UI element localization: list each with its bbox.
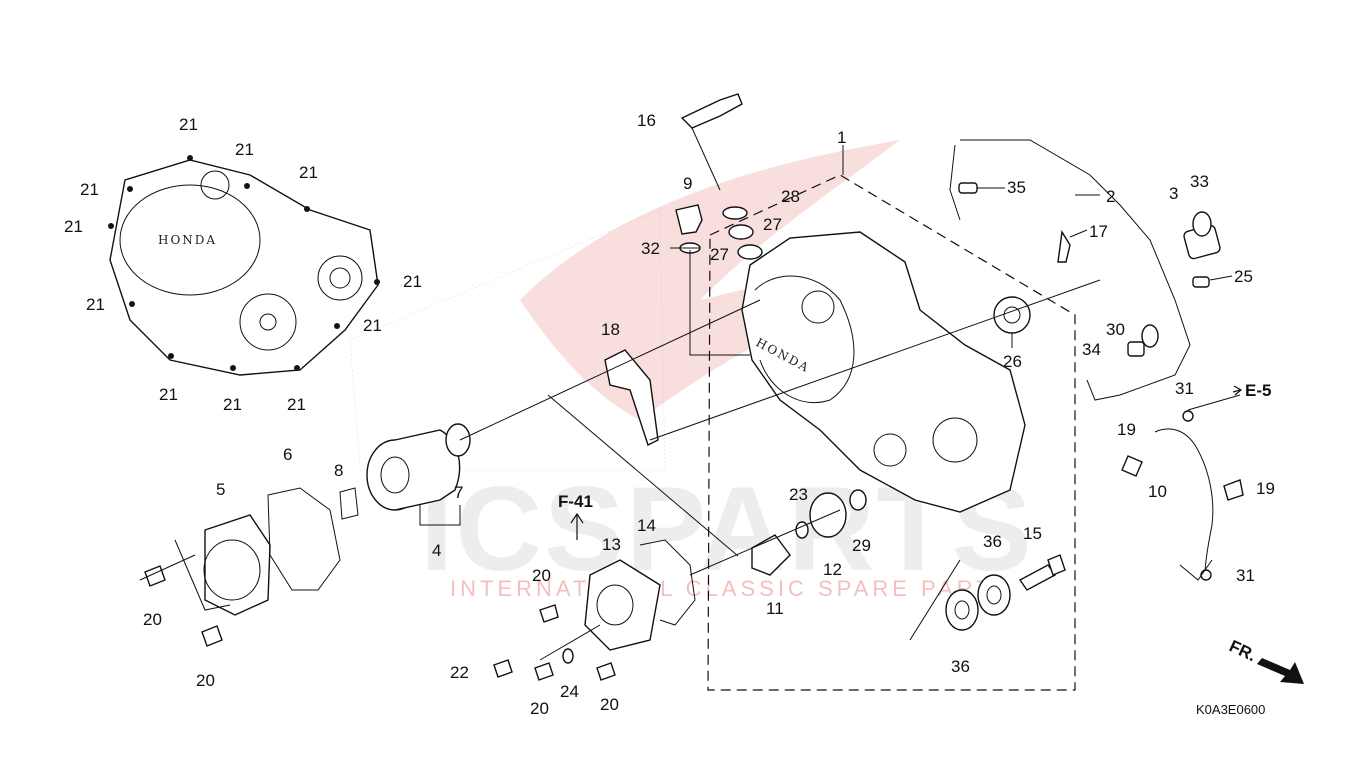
callout-20b: 20 bbox=[196, 671, 215, 690]
front-direction-arrow: FR. bbox=[1226, 636, 1304, 684]
oil-filter bbox=[339, 423, 471, 520]
callout-7: 7 bbox=[454, 483, 463, 502]
callout-5: 5 bbox=[216, 480, 225, 499]
assembly-outline bbox=[707, 174, 1076, 691]
callout-26: 26 bbox=[1003, 352, 1022, 371]
breather-tube bbox=[680, 93, 743, 191]
callout-21e: 21 bbox=[64, 217, 83, 236]
callout-20c: 20 bbox=[532, 566, 551, 585]
callout-28: 28 bbox=[781, 187, 800, 206]
leader-lines bbox=[139, 145, 1241, 661]
outer-clutch-cover: HONDA bbox=[108, 155, 380, 376]
callout-8: 8 bbox=[334, 461, 343, 480]
ref-f41-arrow bbox=[570, 512, 584, 540]
callout-15: 15 bbox=[1023, 524, 1042, 543]
callout-6: 6 bbox=[283, 445, 292, 464]
direction-label: FR. bbox=[1226, 636, 1259, 665]
callout-22: 22 bbox=[450, 663, 469, 682]
callout-13: 13 bbox=[602, 535, 621, 554]
drawing-code: K0A3E0600 bbox=[1196, 702, 1265, 717]
callout-25: 25 bbox=[1234, 267, 1253, 286]
callout-21c: 21 bbox=[299, 163, 318, 182]
callout-32: 32 bbox=[641, 239, 660, 258]
callout-36b: 36 bbox=[951, 657, 970, 676]
callout-10: 10 bbox=[1148, 482, 1167, 501]
callout-23: 23 bbox=[789, 485, 808, 504]
callout-3: 3 bbox=[1169, 184, 1178, 203]
callout-12: 12 bbox=[823, 560, 842, 579]
callout-19b: 19 bbox=[1256, 479, 1275, 498]
callout-20e: 20 bbox=[600, 695, 619, 714]
small-parts-right bbox=[958, 182, 1221, 357]
callout-21b: 21 bbox=[235, 140, 254, 159]
guide-plate bbox=[604, 349, 659, 446]
callout-24: 24 bbox=[560, 682, 579, 701]
callout-36a: 36 bbox=[983, 532, 1002, 551]
callout-30: 30 bbox=[1106, 320, 1125, 339]
ref-f41: F-41 bbox=[558, 492, 593, 511]
callout-17: 17 bbox=[1089, 222, 1108, 241]
callout-34: 34 bbox=[1082, 340, 1101, 359]
callout-21a: 21 bbox=[179, 115, 198, 134]
callout-11: 11 bbox=[766, 599, 784, 618]
filler-cap bbox=[675, 204, 763, 260]
callout-33: 33 bbox=[1190, 172, 1209, 191]
callout-21i: 21 bbox=[287, 395, 306, 414]
callout-18: 18 bbox=[601, 320, 620, 339]
callout-14: 14 bbox=[637, 516, 656, 535]
callout-27b: 27 bbox=[710, 245, 729, 264]
oil-pipe bbox=[1121, 410, 1244, 581]
filter-cover bbox=[203, 487, 341, 616]
callout-27a: 27 bbox=[763, 215, 782, 234]
callout-9: 9 bbox=[683, 174, 692, 193]
callout-2: 2 bbox=[1106, 187, 1115, 206]
callout-16: 16 bbox=[637, 111, 656, 130]
callout-1: 1 bbox=[837, 128, 846, 147]
callout-20d: 20 bbox=[530, 699, 549, 718]
ref-e5-arrow bbox=[1232, 385, 1243, 396]
callout-21k: 21 bbox=[403, 272, 422, 291]
callout-21g: 21 bbox=[159, 385, 178, 404]
bearings bbox=[945, 554, 1066, 631]
callout-29: 29 bbox=[852, 536, 871, 555]
callout-21f: 21 bbox=[86, 295, 105, 314]
callout-35: 35 bbox=[1007, 178, 1026, 197]
callout-19a: 19 bbox=[1117, 420, 1136, 439]
gasket bbox=[949, 139, 1191, 401]
callout-numbers: 1 2 3 33 35 25 30 34 26 17 28 27 27 9 32… bbox=[64, 111, 1275, 718]
callout-21j: 21 bbox=[363, 316, 382, 335]
dotted-band bbox=[349, 209, 666, 471]
ref-e5: E-5 bbox=[1245, 381, 1271, 400]
callout-21h: 21 bbox=[223, 395, 242, 414]
callout-21d: 21 bbox=[80, 180, 99, 199]
callout-31b: 31 bbox=[1236, 566, 1255, 585]
callout-20a: 20 bbox=[143, 610, 162, 629]
callout-4: 4 bbox=[432, 541, 441, 560]
watermark-sub: INTERNATIONAL CLASSIC SPARE PARTS bbox=[450, 576, 1012, 601]
cover-brand-text: HONDA bbox=[158, 233, 217, 247]
right-crankcase-cover: HONDA bbox=[741, 231, 1026, 513]
callout-31a: 31 bbox=[1175, 379, 1194, 398]
